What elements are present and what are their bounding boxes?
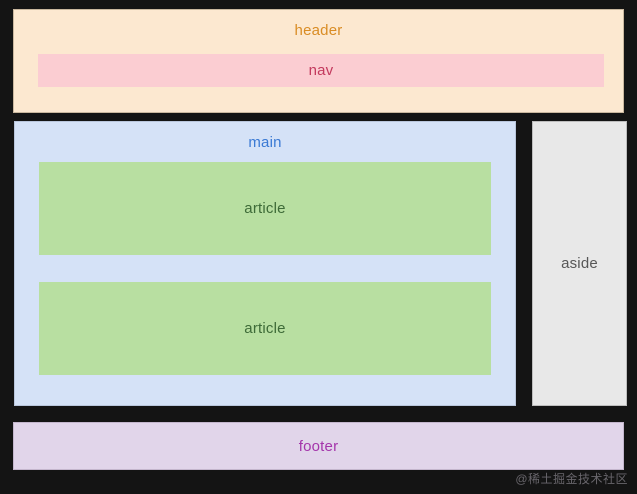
footer-region: footer bbox=[13, 422, 624, 470]
aside-label: aside bbox=[561, 255, 598, 272]
nav-label: nav bbox=[308, 62, 334, 79]
watermark: @稀土掘金技术社区 bbox=[515, 472, 628, 486]
header-label: header bbox=[294, 22, 343, 39]
footer-label: footer bbox=[298, 437, 339, 455]
article-region-2: article bbox=[39, 282, 491, 375]
article-region-1: article bbox=[39, 162, 491, 255]
main-region: main article article bbox=[14, 121, 516, 406]
nav-region: nav bbox=[38, 54, 604, 87]
article-label-1: article bbox=[244, 200, 286, 217]
aside-region: aside bbox=[532, 121, 627, 406]
main-label: main bbox=[248, 134, 282, 151]
article-label-2: article bbox=[244, 320, 286, 337]
